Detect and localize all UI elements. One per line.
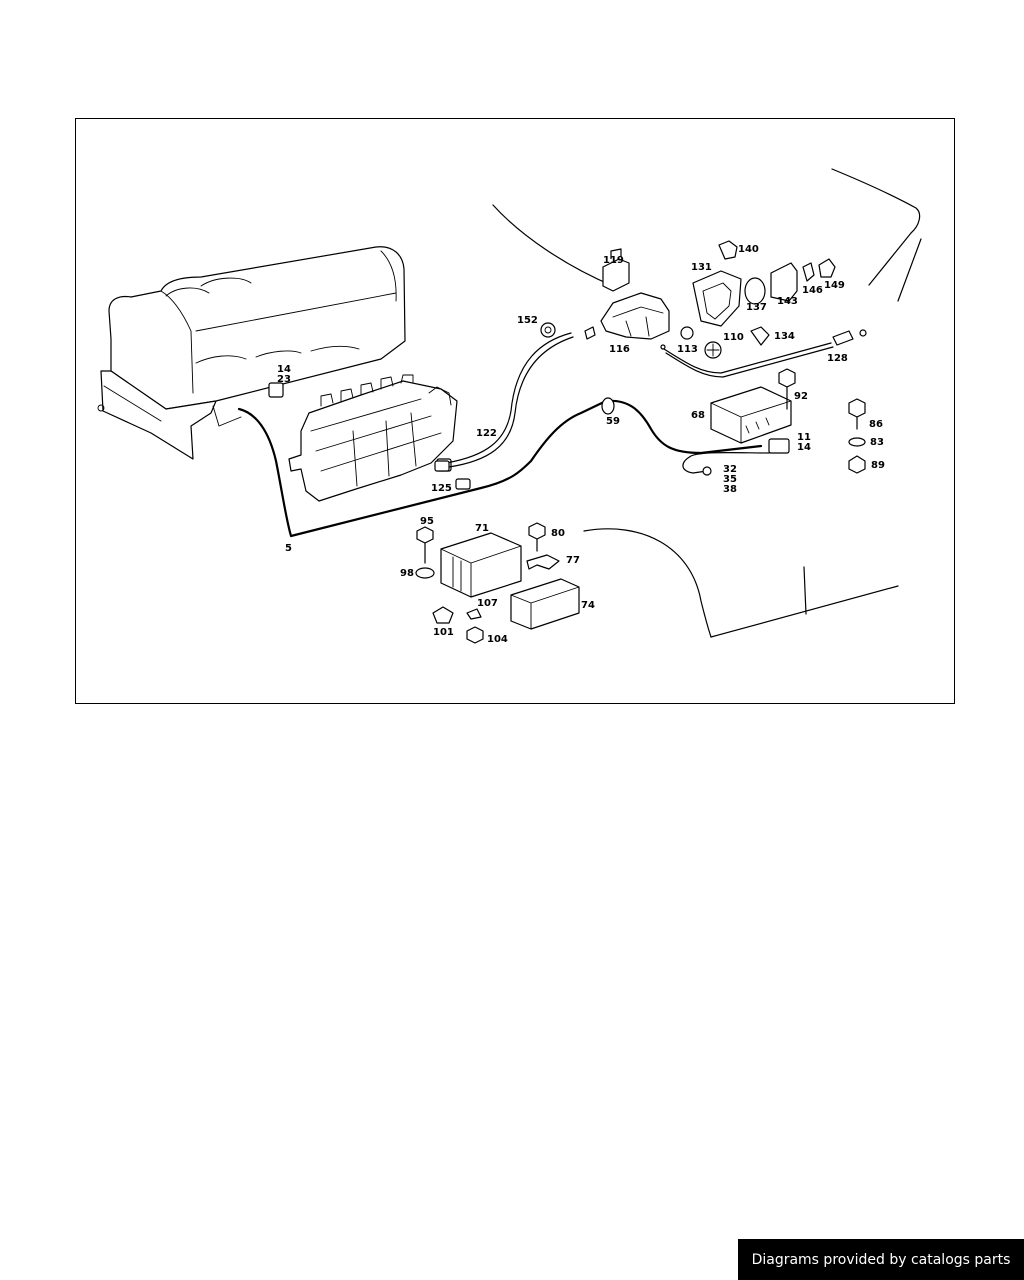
callout-11: 11 bbox=[797, 432, 811, 443]
callout-128: 128 bbox=[827, 353, 848, 364]
callout-38: 38 bbox=[723, 484, 737, 495]
callout-131: 131 bbox=[691, 262, 712, 273]
callout-83: 83 bbox=[870, 437, 884, 448]
callout-116: 116 bbox=[609, 344, 630, 355]
callout-5: 5 bbox=[285, 543, 292, 554]
hardware-bottom bbox=[415, 522, 560, 644]
callout-80: 80 bbox=[551, 528, 565, 539]
callout-95: 95 bbox=[420, 516, 434, 527]
callout-104: 104 bbox=[487, 634, 508, 645]
callout-89: 89 bbox=[871, 460, 885, 471]
connectors bbox=[434, 397, 712, 490]
parts-diagram-frame: 5 14 23 122 125 152 119 116 131 140 137 … bbox=[75, 118, 955, 704]
callout-113: 113 bbox=[677, 344, 698, 355]
cable-5 bbox=[237, 399, 608, 538]
callout-101: 101 bbox=[433, 627, 454, 638]
callout-152: 152 bbox=[517, 315, 538, 326]
callout-107: 107 bbox=[477, 598, 498, 609]
callout-71: 71 bbox=[475, 523, 489, 534]
callout-74: 74 bbox=[581, 600, 595, 611]
credit-badge: Diagrams provided by catalogs parts bbox=[738, 1239, 1024, 1280]
callout-125: 125 bbox=[431, 483, 452, 494]
credit-text: Diagrams provided by catalogs parts bbox=[751, 1251, 1011, 1268]
cables bbox=[237, 332, 834, 538]
module-74 bbox=[510, 578, 580, 630]
callout-134: 134 bbox=[774, 331, 795, 342]
engine-block bbox=[97, 246, 406, 460]
control-unit-68 bbox=[710, 386, 792, 454]
callout-98: 98 bbox=[400, 568, 414, 579]
hardware-right bbox=[778, 368, 866, 474]
parts-diagram: 5 14 23 122 125 152 119 116 131 140 137 … bbox=[97, 168, 922, 645]
callout-86: 86 bbox=[869, 419, 883, 430]
callout-92: 92 bbox=[794, 391, 808, 402]
car-body-outline bbox=[492, 168, 922, 638]
callout-143: 143 bbox=[777, 296, 798, 307]
callout-14b: 14 bbox=[797, 442, 811, 453]
callout-122: 122 bbox=[476, 428, 497, 439]
callout-140: 140 bbox=[738, 244, 759, 255]
callout-35: 35 bbox=[723, 474, 737, 485]
callout-14: 14 bbox=[277, 364, 291, 375]
callout-68: 68 bbox=[691, 410, 705, 421]
switch-assembly bbox=[540, 240, 867, 359]
callout-137: 137 bbox=[746, 302, 767, 313]
callout-119: 119 bbox=[603, 255, 624, 266]
callout-labels: 5 14 23 122 125 152 119 116 131 140 137 … bbox=[277, 244, 885, 645]
callout-110: 110 bbox=[723, 332, 744, 343]
callout-149: 149 bbox=[824, 280, 845, 291]
module-71 bbox=[440, 532, 522, 598]
callout-59: 59 bbox=[606, 416, 620, 427]
callout-32: 32 bbox=[723, 464, 737, 475]
callout-77: 77 bbox=[566, 555, 580, 566]
callout-146: 146 bbox=[802, 285, 823, 296]
callout-23: 23 bbox=[277, 374, 291, 385]
